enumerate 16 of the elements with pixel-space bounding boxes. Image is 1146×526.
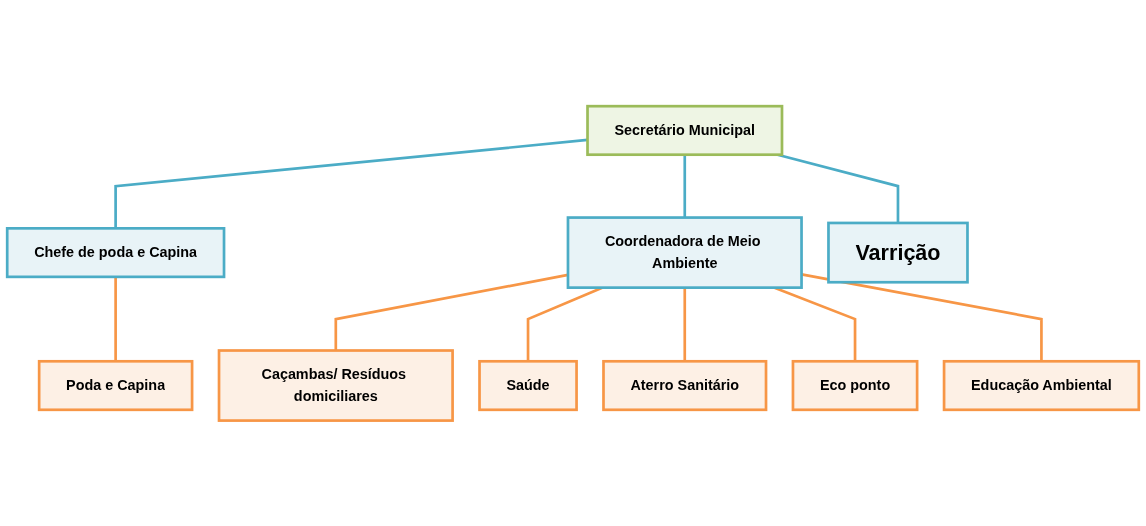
node-box: Poda e Capina (37, 359, 194, 411)
connector (683, 154, 687, 218)
node-box: Saúde (478, 359, 578, 411)
node-box: Secretário Municipal (586, 104, 784, 156)
connector (683, 287, 687, 361)
connector (777, 153, 900, 223)
connector (114, 138, 588, 228)
connector (114, 276, 117, 361)
connector (801, 272, 1043, 361)
node-box: Chefe de poda e Capina (5, 226, 226, 278)
node-box: Varrição (827, 221, 969, 284)
node-box: Educação Ambiental (942, 359, 1141, 411)
node-box: Coordenadora de Meio Ambiente (566, 215, 803, 289)
node-box: Caçambas/ Resíduos domiciliares (217, 348, 454, 422)
node-box: Eco ponto (791, 359, 919, 411)
node-box: Aterro Sanitário (602, 359, 768, 411)
